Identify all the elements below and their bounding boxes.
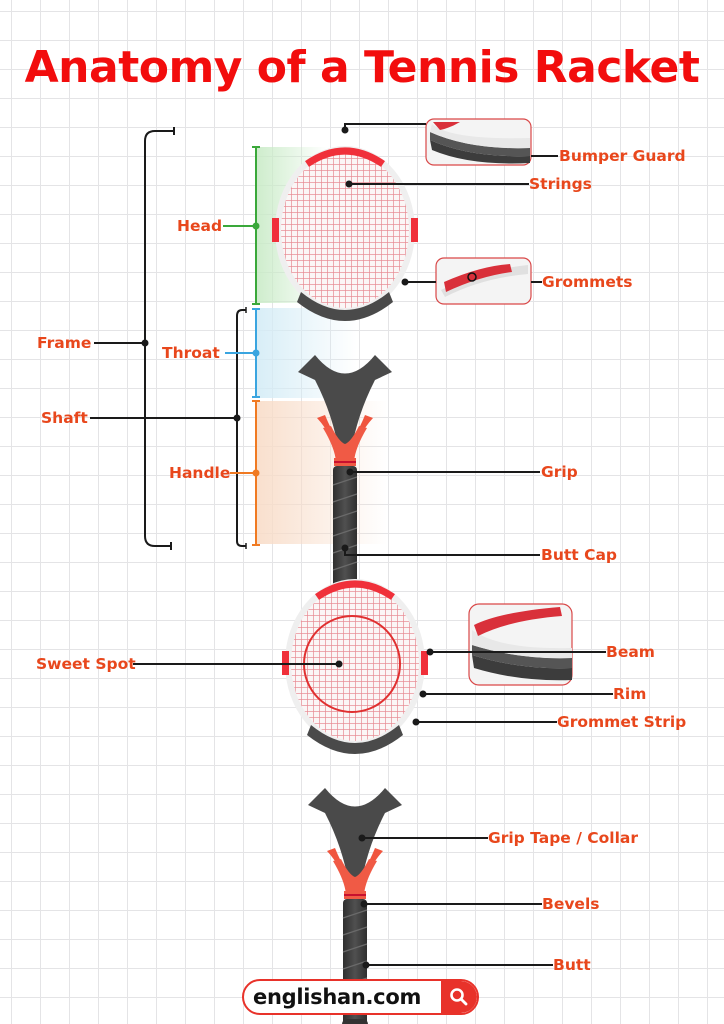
label-bevels: Bevels [542, 895, 600, 913]
label-shaft: Shaft [41, 409, 88, 427]
site-url[interactable]: englishan.com [253, 985, 422, 1009]
grommets-inset [435, 257, 532, 305]
label-grip: Grip [541, 463, 578, 481]
label-rim: Rim [613, 685, 647, 703]
site-badge[interactable]: englishan.com [242, 979, 479, 1015]
search-button[interactable] [441, 981, 477, 1013]
label-butt: Butt [553, 956, 591, 974]
beam-inset [468, 603, 573, 686]
label-grommets: Grommets [542, 273, 633, 291]
frame-bracket [144, 130, 174, 547]
label-grip-tape-collar: Grip Tape / Collar [488, 829, 639, 847]
label-sweet-spot: Sweet Spot [36, 655, 136, 673]
search-icon [450, 988, 468, 1006]
label-head: Head [177, 217, 223, 235]
shaft-bracket [236, 309, 246, 547]
label-grommet-strip: Grommet Strip [557, 713, 687, 731]
bumper-guard-leader [344, 123, 426, 130]
label-throat: Throat [162, 344, 220, 362]
bumper-guard-inset [425, 118, 532, 166]
butt-cap-leader [344, 548, 540, 556]
page-title: Anatomy of a Tennis Racket [24, 42, 700, 93]
label-butt-cap: Butt Cap [541, 546, 617, 564]
label-bumper-guard: Bumper Guard [559, 147, 686, 165]
label-beam: Beam [606, 643, 655, 661]
label-strings: Strings [529, 175, 592, 193]
label-frame: Frame [37, 334, 92, 352]
label-handle: Handle [169, 464, 231, 482]
